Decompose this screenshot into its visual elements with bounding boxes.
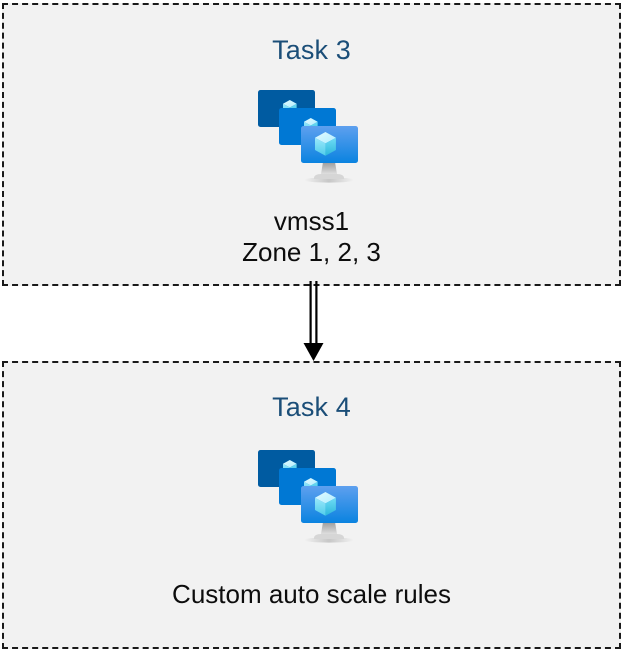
task-caption-task-3: vmss1 Zone 1, 2, 3 <box>242 206 381 267</box>
task-box-task-4[interactable]: Task 4 <box>2 361 621 649</box>
task-caption-task-4: Custom auto scale rules <box>172 579 451 609</box>
virtual-machine-scale-set-icon <box>257 86 367 189</box>
task-title-task-3: Task 3 <box>272 35 351 65</box>
arrow-down-icon <box>296 281 332 363</box>
virtual-machine-scale-set-icon <box>257 446 367 549</box>
task-title-task-4: Task 4 <box>272 392 351 422</box>
task-box-task-3[interactable]: Task 3 <box>2 3 621 286</box>
